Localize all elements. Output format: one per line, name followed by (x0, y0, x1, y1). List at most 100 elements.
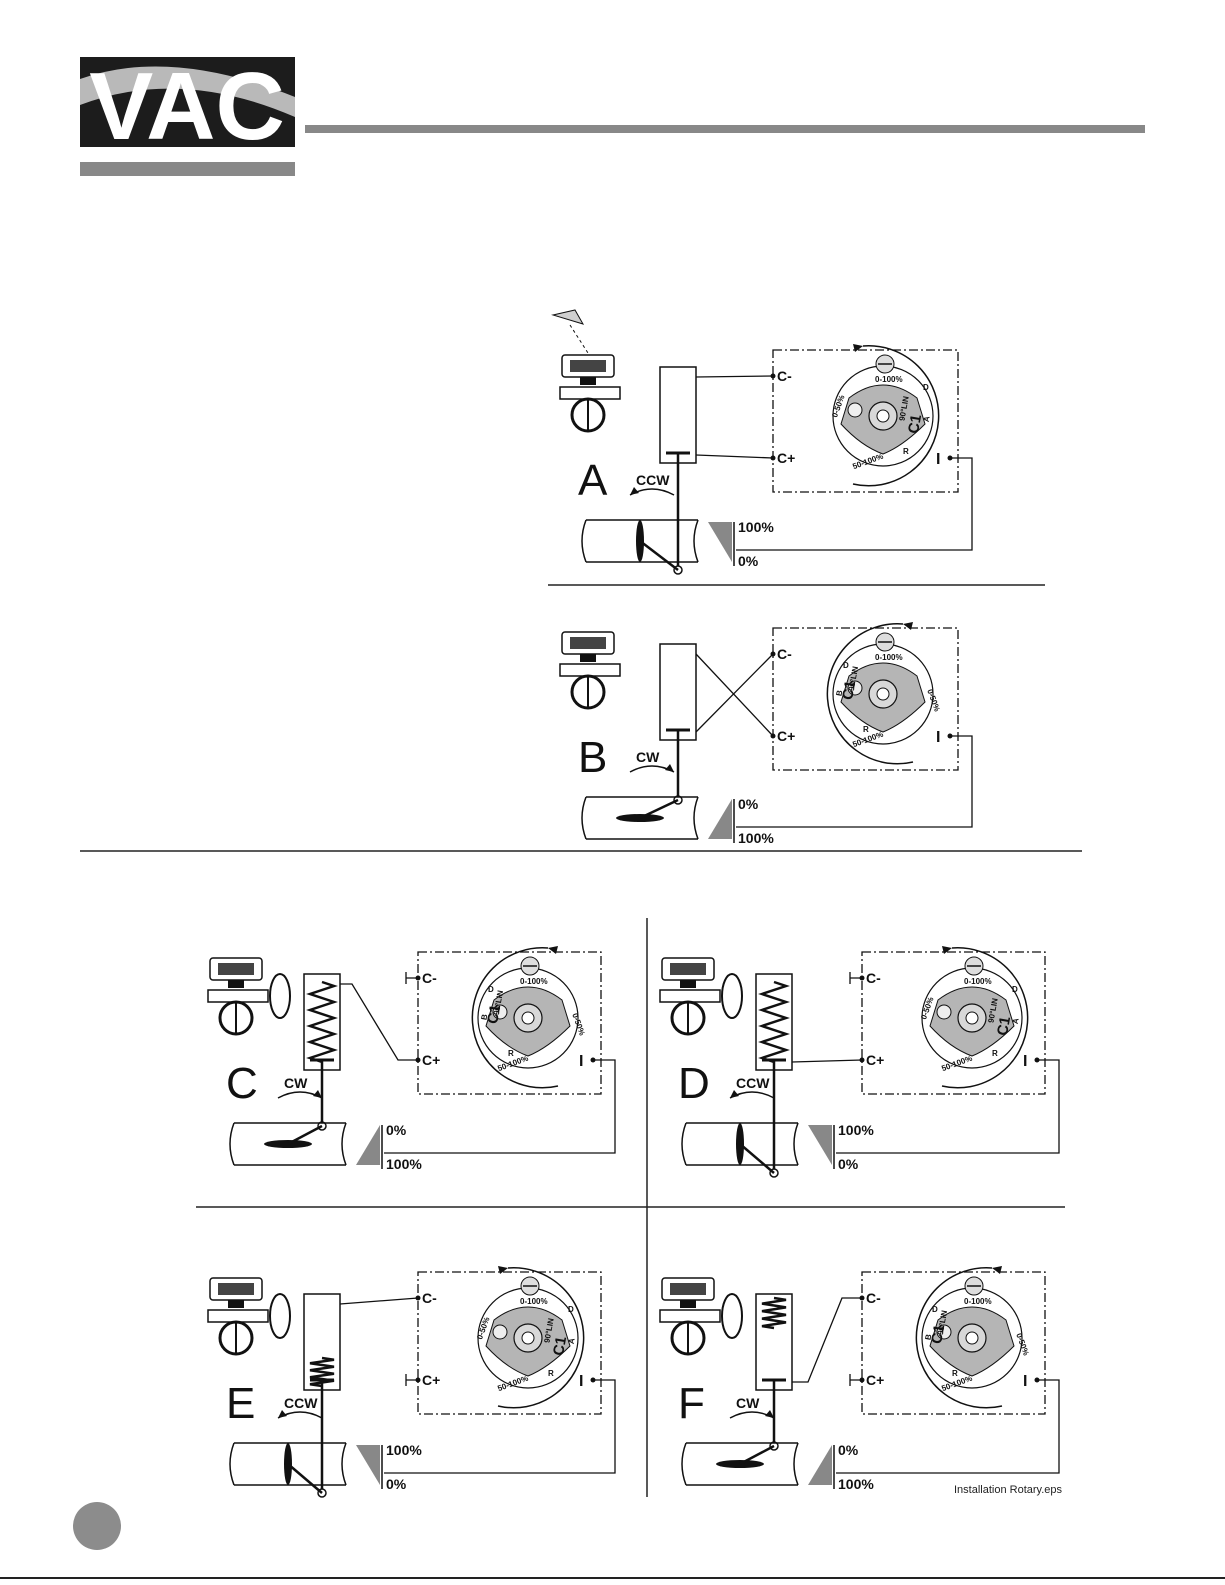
valve-lever (639, 540, 679, 571)
positioner-cover (218, 1283, 254, 1295)
valve-lever (287, 1124, 323, 1146)
panel-letter: B (578, 733, 607, 782)
logo-text: VAC (89, 57, 285, 147)
terminal-c-plus: C+ (422, 1372, 440, 1388)
dial-adjust-icon (936, 1004, 952, 1020)
spring-actuator-icon (269, 973, 291, 1019)
dial-dir-r: R (903, 447, 909, 456)
pipe-left-end (229, 1442, 235, 1486)
file-caption: Installation Rotary.eps (954, 1484, 1063, 1496)
dial-adjust-icon (936, 1324, 952, 1340)
actuator-flange (559, 386, 621, 400)
signal-wedge (708, 522, 732, 562)
terminal-c-plus: C+ (866, 1372, 884, 1388)
positioner-actuator-icon (659, 1277, 743, 1356)
spring-actuator-icon (721, 1293, 743, 1339)
signal-wedge (808, 1445, 832, 1485)
terminal-c-plus: C+ (777, 450, 795, 466)
pipe-right-end (693, 519, 699, 563)
positioner-box (861, 951, 1046, 1095)
pipe (581, 796, 699, 840)
terminal-c-minus: C- (777, 646, 792, 662)
positioner-cover (670, 1283, 706, 1295)
positioner-cover (570, 637, 606, 649)
signal-wedge (708, 799, 732, 839)
vent-plug-icon (405, 1374, 418, 1386)
dial-direction-arc (497, 1267, 585, 1409)
signal-top-label: 100% (386, 1442, 422, 1458)
pipe-left-end (229, 1122, 235, 1166)
vac-logo-graphic: VAC (80, 53, 295, 160)
dial-direction-arc (852, 345, 940, 487)
page-number-circle (73, 1502, 121, 1550)
dial-adjust-icon (492, 1324, 508, 1340)
dial-dir-d: D (932, 1305, 938, 1314)
dial-dir-d: D (488, 985, 494, 994)
positioner-cover (670, 963, 706, 975)
signal-wire (836, 1059, 1060, 1154)
valve-lever (639, 798, 679, 820)
terminal-c-plus: C+ (866, 1052, 884, 1068)
dial-lin: 90°LIN (936, 1309, 949, 1335)
terminal-c-minus: C- (422, 970, 437, 986)
logo-underbar (80, 162, 295, 176)
dial-arrow-head (548, 946, 558, 954)
positioner-box (772, 349, 959, 493)
pipe-left-end (581, 796, 587, 840)
rotation-arrow-icon (730, 1090, 739, 1098)
signal-bottom-label: 100% (838, 1476, 874, 1492)
positioner-actuator-icon (659, 957, 743, 1036)
cylinder-wiring (792, 1297, 862, 1383)
header-rule (305, 125, 1145, 133)
rotation-label: CW (736, 1395, 760, 1411)
pipe-right-end (793, 1122, 799, 1166)
actuator-flange (659, 989, 721, 1003)
panel-letter: A (578, 456, 608, 505)
vent-plug-icon (405, 972, 418, 984)
pipe-walls (686, 1442, 798, 1486)
vent-plug-icon (849, 972, 862, 984)
terminal-c-plus: C+ (422, 1052, 440, 1068)
dial-selector-sub: B (923, 1333, 933, 1340)
positioner-neck (228, 980, 244, 988)
signal-wire (384, 1059, 616, 1154)
pipe (229, 1442, 347, 1494)
pipe-right-end (793, 1442, 799, 1486)
rotation-arrow-icon (278, 1410, 287, 1418)
actuator-flange (559, 663, 621, 677)
cylinder (659, 643, 697, 741)
pipe-walls (686, 1122, 798, 1166)
bottom-rule (0, 1577, 1225, 1579)
dial-selector-c1: C1 (839, 679, 859, 701)
signal-wire (736, 735, 973, 828)
dial-selector-c1: C1 (550, 1335, 570, 1357)
dial-selector-sub: A (567, 1337, 577, 1344)
dial-dir-d: D (843, 661, 849, 670)
dial-range-full: 0-100% (964, 1297, 992, 1306)
pipe-walls (234, 1442, 346, 1486)
dial-selector-sub: B (479, 1013, 489, 1020)
pipe-right-end (341, 1442, 347, 1486)
dial-hub-center (965, 1331, 979, 1345)
terminal-c-minus: C- (866, 1290, 881, 1306)
signal-wedge (808, 1125, 832, 1165)
rotation-label: CW (284, 1075, 308, 1091)
dial-direction-arc (941, 947, 1029, 1089)
pipe (229, 1122, 347, 1166)
dial-selector-sub: A (1011, 1017, 1021, 1024)
terminal-c-minus: C- (866, 970, 881, 986)
dial-hub-center (965, 1011, 979, 1025)
cylinder-wiring (695, 375, 774, 459)
positioner-neck (680, 980, 696, 988)
dial-selector-sub: B (834, 689, 844, 696)
signal-top-label: 0% (838, 1442, 859, 1458)
dial-lin: 90°LIN (492, 989, 505, 1015)
terminal-c-minus: C- (777, 368, 792, 384)
dial-selector-c1: C1 (484, 1003, 504, 1025)
signal-wire (736, 457, 973, 551)
panel-letter: E (226, 1379, 255, 1428)
